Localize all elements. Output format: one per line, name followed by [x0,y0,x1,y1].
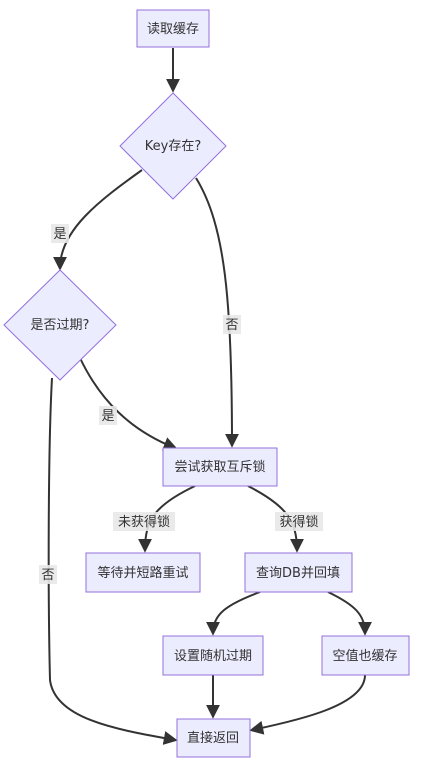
node-return-direct: 直接返回 [176,718,251,758]
node-read-cache: 读取缓存 [136,9,210,48]
edge-label-lock-ok: 获得锁 [279,514,318,530]
node-try-lock-label: 尝试获取互斥锁 [174,459,265,475]
node-expired-label: 是否过期? [31,318,90,333]
node-return-direct-label: 直接返回 [187,730,239,746]
edge-key-to-lock [195,177,239,448]
edge-expired-to-lock [79,357,178,451]
node-key-exists: Key存在? [119,92,227,200]
edge-db-to-null [327,591,372,636]
node-set-random-expire: 设置随机过期 [162,635,264,676]
edge-label-expired-yes: 是 [101,409,114,424]
node-try-lock: 尝试获取互斥锁 [162,447,278,487]
node-wait-retry: 等待并短路重试 [85,552,201,593]
node-expired: 是否过期? [3,269,117,381]
edge-null-to-return [249,674,366,735]
edge-label-key-no: 否 [225,318,238,333]
node-set-random-expire-label: 设置随机过期 [174,649,252,664]
edge-label-expired-no: 否 [41,568,54,583]
edge-db-to-random [206,591,261,636]
edge-expired-to-return [47,377,178,745]
nodes: 读取缓存 Key存在? 是否过期? 尝试获取互斥锁 等待并短路重试 查询DB并回… [3,9,410,758]
node-query-db: 查询DB并回填 [244,552,353,593]
node-query-db-label: 查询DB并回填 [256,566,340,581]
edge-label-key-yes: 是 [53,227,66,242]
edge-label-lock-fail: 未获得锁 [118,514,170,530]
node-cache-null-label: 空值也缓存 [332,648,397,664]
edge-key-to-expired [53,169,143,271]
edge-labels: 是 否 是 否 未获得锁 获得锁 [39,224,323,584]
node-wait-retry-label: 等待并短路重试 [97,565,188,581]
node-cache-null: 空值也缓存 [321,635,410,676]
node-key-exists-label: Key存在? [145,139,201,154]
node-read-cache-label: 读取缓存 [147,22,199,37]
